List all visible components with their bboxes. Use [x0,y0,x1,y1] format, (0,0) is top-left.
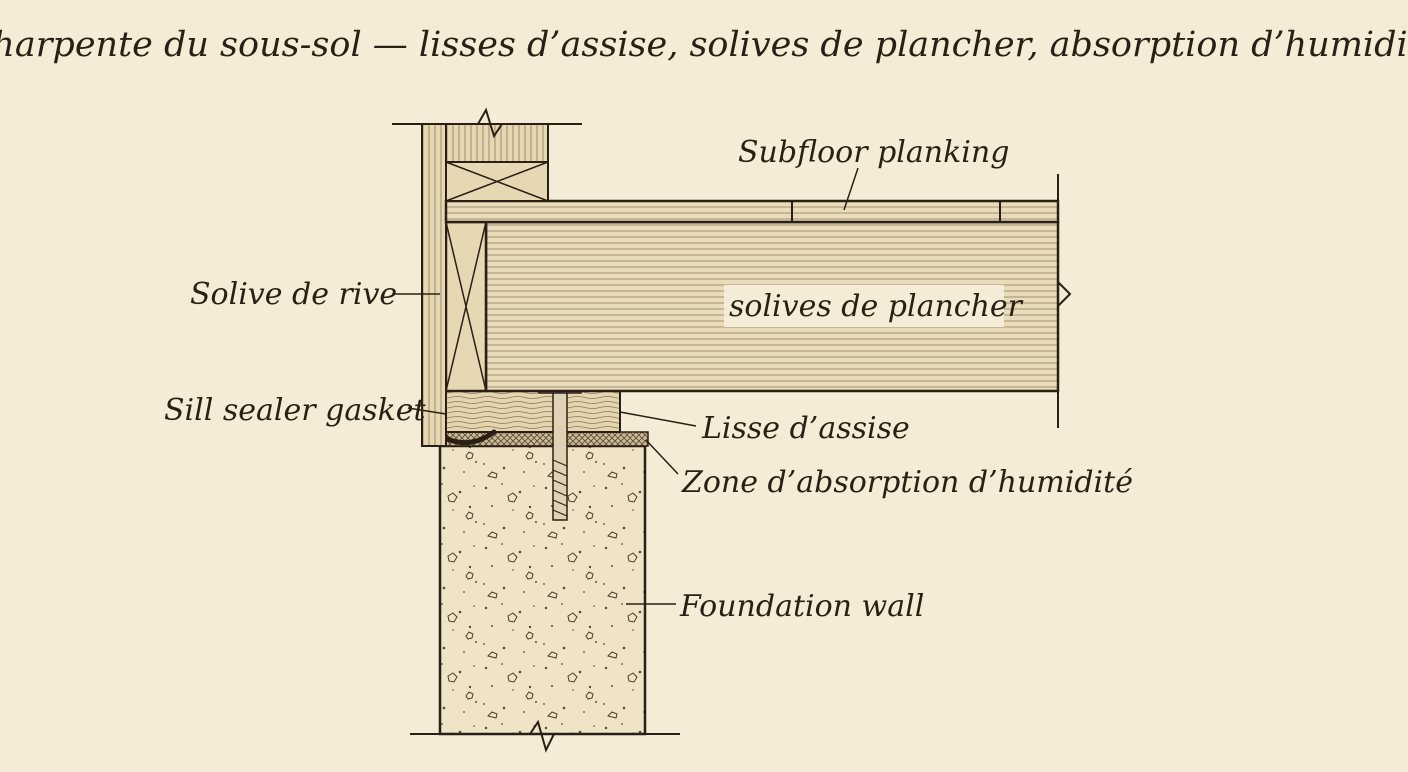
label-floor-joists: solives de plancher [729,289,1024,324]
label-sill-sealer-gasket: Sill sealer gasket [164,393,427,428]
wall-bottom-plate [445,123,549,202]
label-rim-joist: Solive de rive [190,277,397,312]
rim-joist [444,220,488,393]
top-break-line [392,107,582,139]
label-foundation-wall: Foundation wall [679,589,924,624]
floor-joists [484,220,1060,393]
diagram-title: Charpente du sous-sol — lisses d’assise,… [0,25,1408,65]
label-sill-plate: Lisse d’assise [701,411,910,446]
foundation-wall [410,444,680,753]
sill-plate [443,390,621,433]
subfloor-planking [444,199,1060,224]
label-subfloor-planking: Subfloor planking [738,135,1009,170]
leader-lines [392,167,859,605]
label-moisture-zone: Zone d’absorption d’humidité [681,465,1133,500]
joist-break-line [1057,281,1072,307]
